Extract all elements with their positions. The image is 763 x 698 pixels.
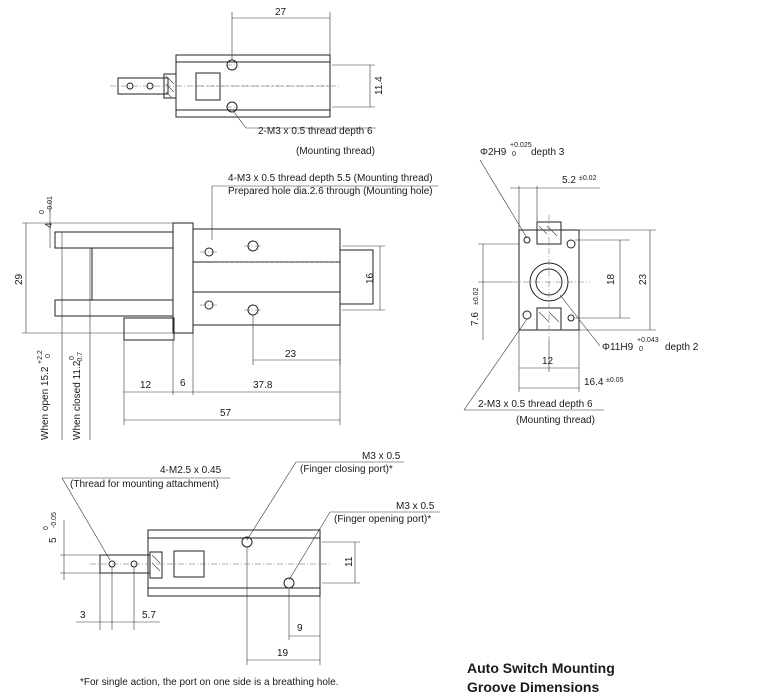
port1-thread: M3 x 0.5 bbox=[362, 451, 401, 462]
dim-5-tol-upper: 0 bbox=[43, 526, 50, 530]
side-dim-23: 23 bbox=[638, 273, 649, 285]
footnote: *For single action, the port on one side… bbox=[80, 677, 339, 688]
dim-16-4-tol: ±0.05 bbox=[606, 377, 624, 384]
port2-thread: M3 x 0.5 bbox=[396, 501, 435, 512]
when-closed-tol-upper: 0 bbox=[69, 356, 76, 360]
side-dim-12: 12 bbox=[542, 356, 554, 367]
when-open-tol-upper: +2.2 bbox=[37, 350, 44, 364]
when-closed: When closed 11.2 bbox=[72, 360, 83, 440]
port1-label: (Finger closing port)* bbox=[300, 464, 393, 475]
dim-37-8: 37.8 bbox=[253, 380, 273, 391]
section-title-line2: Groove Dimensions bbox=[467, 679, 599, 695]
bottom-4m2-note: 4-M2.5 x 0.45 bbox=[160, 465, 222, 476]
dim-9: 9 bbox=[297, 623, 303, 634]
dim-4-tol-upper: 0 bbox=[39, 210, 46, 214]
dim-11-4: 11.4 bbox=[374, 76, 385, 95]
dim-29: 29 bbox=[14, 273, 25, 285]
dim-18: 18 bbox=[606, 273, 617, 285]
dim-5-tol-lower: -0.05 bbox=[51, 512, 58, 528]
dim-16-4: 16.4 bbox=[584, 377, 604, 388]
dim-3: 3 bbox=[80, 610, 86, 621]
phi11h9-tol-lower: 0 bbox=[639, 346, 643, 353]
dim-7-6: 7.6 bbox=[470, 312, 481, 326]
dim-57: 57 bbox=[220, 408, 232, 419]
phi11h9-depth: depth 2 bbox=[665, 342, 699, 353]
dim-5-2: 5.2 bbox=[562, 175, 576, 186]
top-thread-note: 2-M3 x 0.5 thread depth 6 bbox=[258, 126, 373, 137]
when-open-tol-lower: 0 bbox=[45, 354, 52, 358]
dim-6: 6 bbox=[180, 378, 186, 389]
phi2h9-depth: depth 3 bbox=[531, 147, 565, 158]
bottom-attachment-note: (Thread for mounting attachment) bbox=[70, 479, 219, 490]
side-view: Φ2H9 +0.025 0 depth 3 5.2 ±0.02 18 23 7.… bbox=[463, 142, 699, 426]
dim-5-2-tol: ±0.02 bbox=[579, 175, 597, 182]
when-closed-tol-lower: -0.7 bbox=[77, 352, 84, 364]
side-mounting-note: (Mounting thread) bbox=[516, 415, 595, 426]
dim-11: 11 bbox=[344, 556, 355, 567]
dim-16: 16 bbox=[365, 272, 376, 284]
when-open: When open 15.2 bbox=[40, 366, 51, 440]
phi2h9-tol-upper: +0.025 bbox=[510, 142, 532, 149]
front-prepared-note: Prepared hole dia.2.6 through (Mounting … bbox=[228, 186, 433, 197]
dim-4-tol-lower: -0.01 bbox=[47, 196, 54, 212]
phi2h9-tol-lower: 0 bbox=[512, 151, 516, 158]
dim-12: 12 bbox=[140, 380, 152, 391]
front-dim-23: 23 bbox=[285, 349, 297, 360]
dim-4: 4 bbox=[44, 222, 55, 228]
dim-19: 19 bbox=[277, 648, 289, 659]
top-view: 27 11.4 2-M3 x 0.5 thread depth 6 (Mount… bbox=[110, 7, 385, 157]
dim-7-6-tol: ±0.02 bbox=[473, 287, 480, 305]
side-thread-note: 2-M3 x 0.5 thread depth 6 bbox=[478, 399, 593, 410]
dim-5: 5 bbox=[48, 537, 59, 543]
port2-label: (Finger opening port)* bbox=[334, 514, 431, 525]
phi11h9: Φ11H9 bbox=[602, 342, 634, 353]
dim-5-7: 5.7 bbox=[142, 610, 156, 621]
dim-27: 27 bbox=[275, 7, 287, 18]
section-title-line1: Auto Switch Mounting bbox=[467, 660, 615, 676]
bottom-view: 4-M2.5 x 0.45 (Thread for mounting attac… bbox=[43, 451, 440, 665]
top-mounting-note: (Mounting thread) bbox=[296, 146, 375, 157]
front-4m3-note: 4-M3 x 0.5 thread depth 5.5 (Mounting th… bbox=[228, 173, 433, 184]
front-view: 4-M3 x 0.5 thread depth 5.5 (Mounting th… bbox=[14, 173, 438, 440]
phi11h9-tol-upper: +0.043 bbox=[637, 337, 659, 344]
phi2h9: Φ2H9 bbox=[480, 147, 507, 158]
